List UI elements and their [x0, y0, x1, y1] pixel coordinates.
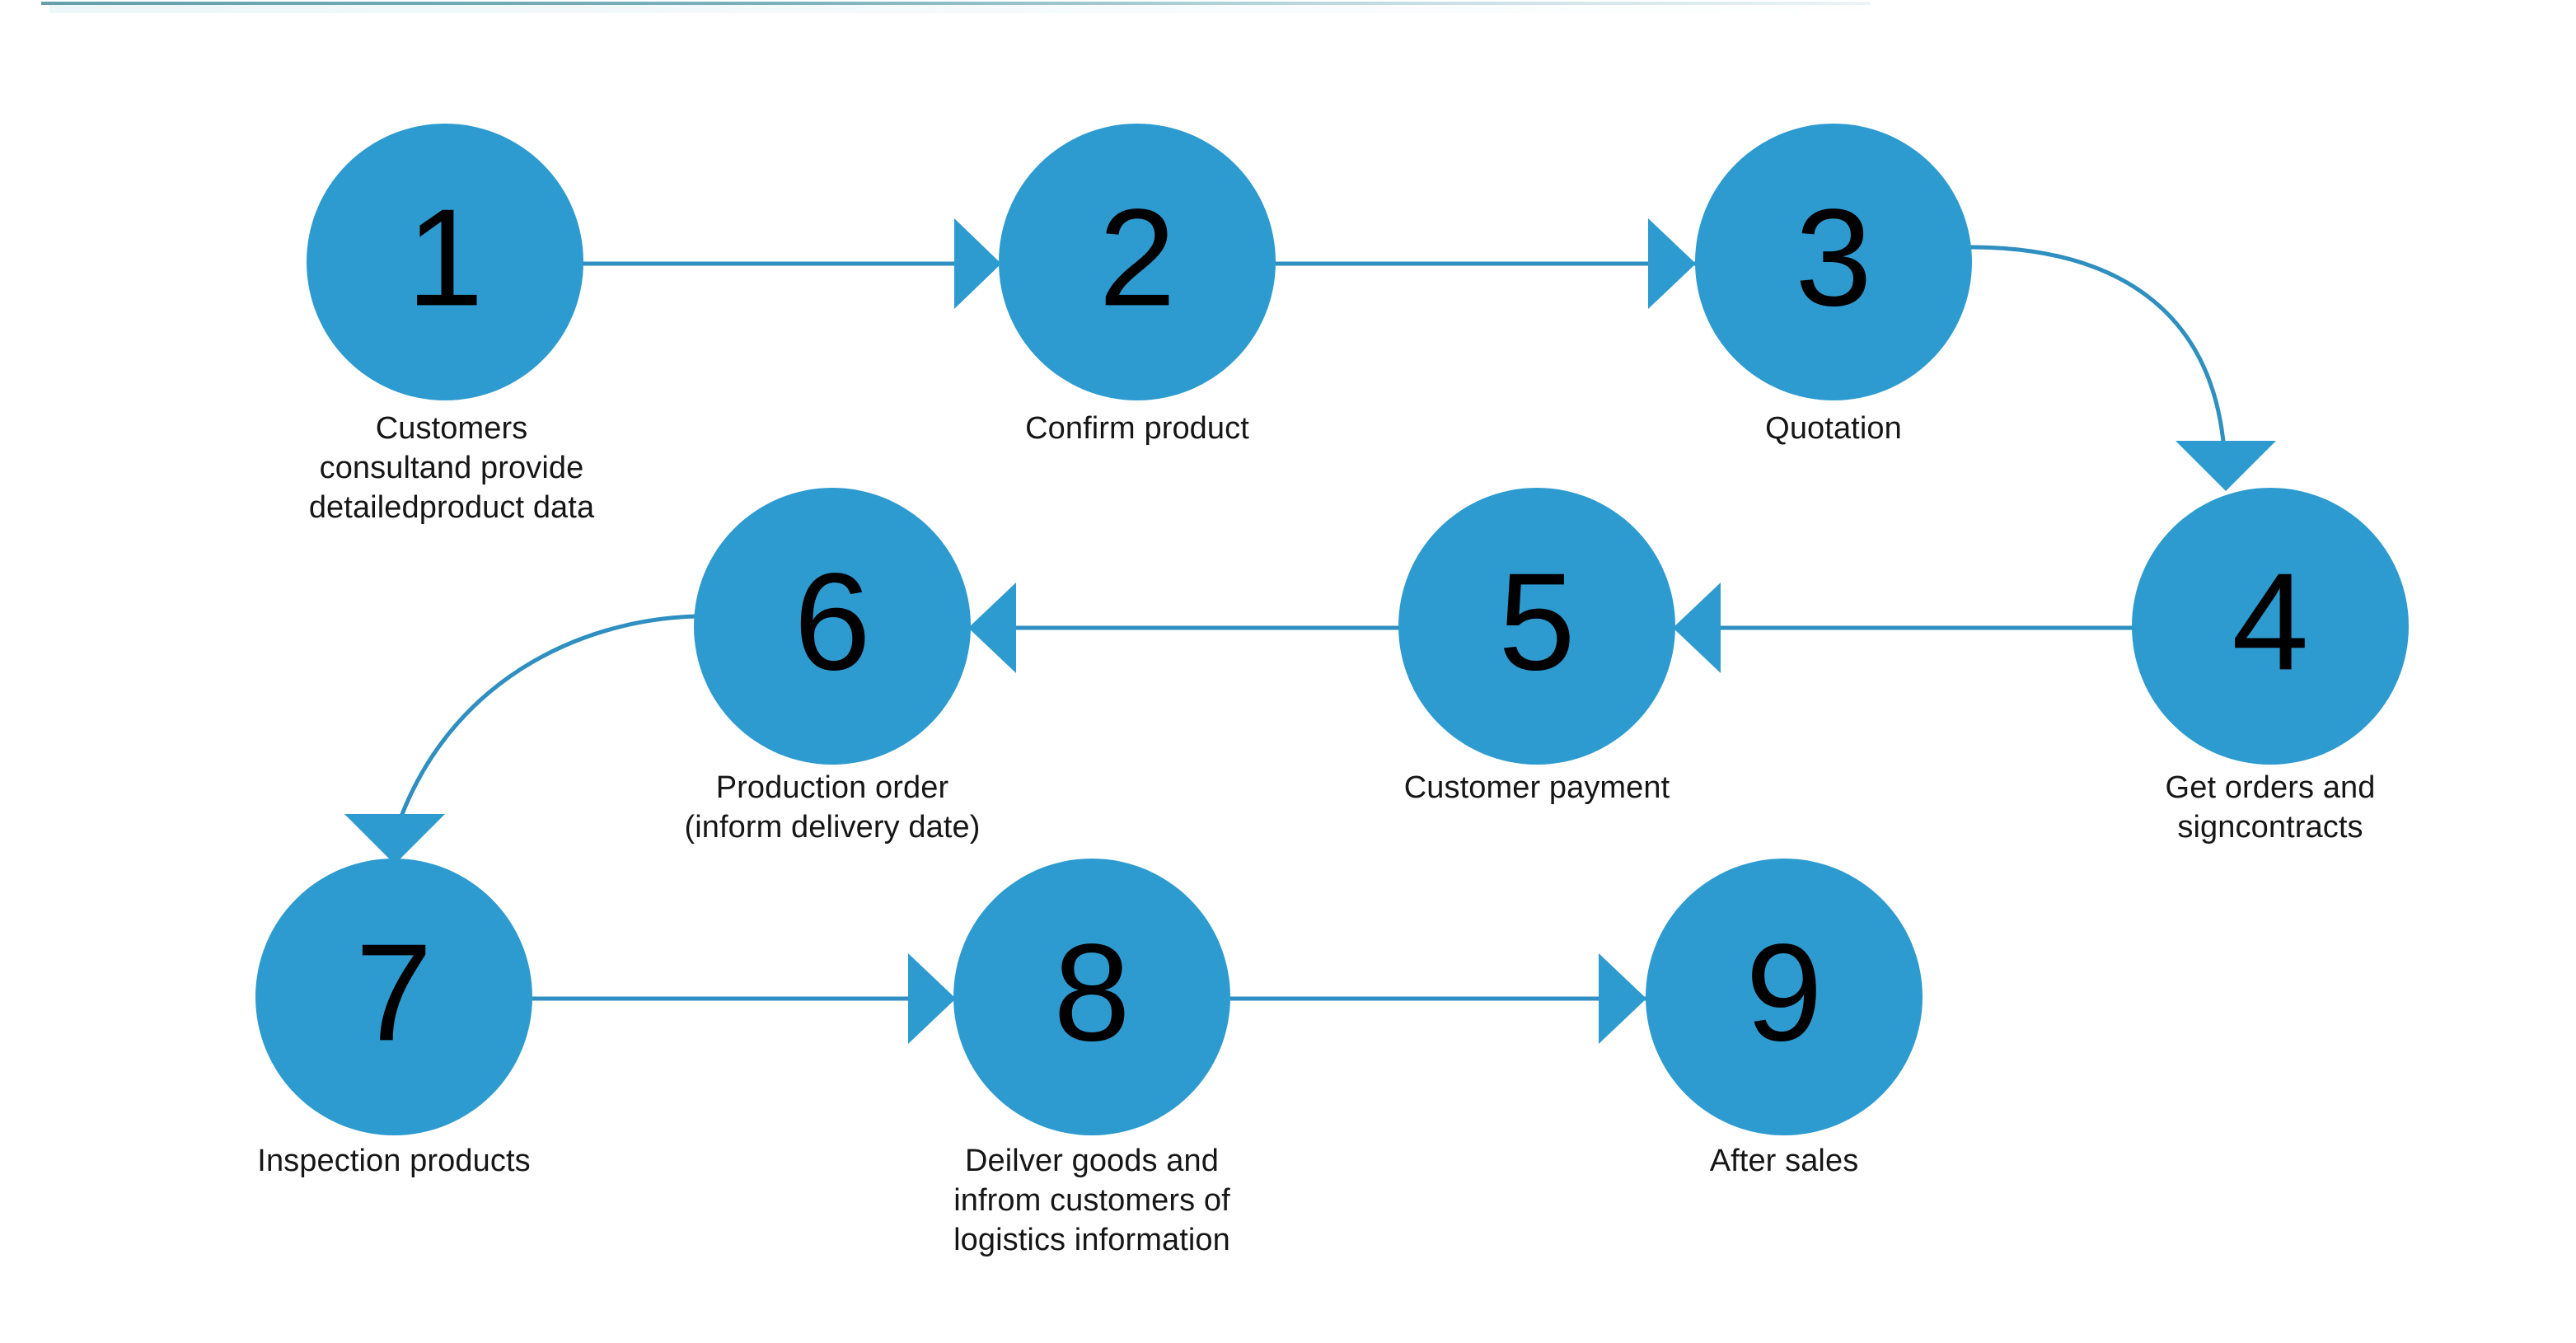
node-8-label: Deilver goods and infrom customers of lo… — [953, 1144, 1230, 1257]
node-6-label: Production order (inform delivery date) — [684, 770, 981, 845]
node-number: 4 — [2232, 544, 2308, 699]
node-2-label: Confirm product — [1025, 411, 1249, 446]
node-3[interactable]: 3 — [1695, 124, 1972, 400]
connector-2-to-3 — [1276, 218, 1696, 309]
node-5[interactable]: 5 — [1398, 488, 1675, 765]
node-number: 3 — [1795, 180, 1871, 335]
node-circle[interactable] — [2132, 488, 2409, 765]
node-3-label: Quotation — [1765, 411, 1902, 446]
node-8[interactable]: 8 — [953, 859, 1230, 1135]
node-circle[interactable] — [999, 124, 1276, 400]
arrowhead-down-icon — [344, 814, 445, 864]
node-4[interactable]: 4 — [2132, 488, 2409, 765]
node-1[interactable]: 1 — [307, 124, 583, 400]
node-4-label: Get orders and signcontracts — [2165, 770, 2376, 845]
arrowhead-left-icon — [968, 583, 1016, 673]
top-divider-rule — [41, 2, 1871, 5]
connector-1-to-2 — [582, 218, 1001, 309]
node-1-label: Customers consultand provide detailedpro… — [308, 411, 595, 525]
node-circle[interactable] — [1398, 488, 1675, 765]
node-circle[interactable] — [1646, 859, 1923, 1135]
connector-4-to-5 — [1673, 583, 2133, 673]
node-circle[interactable] — [255, 859, 532, 1135]
node-number: 1 — [406, 180, 483, 335]
node-5-label: Customer payment — [1403, 770, 1670, 805]
node-9[interactable]: 9 — [1646, 859, 1923, 1135]
connector-8-to-9 — [1230, 953, 1646, 1044]
arrowhead-left-icon — [1673, 583, 1721, 673]
node-circle[interactable] — [1695, 124, 1972, 400]
node-number: 6 — [794, 544, 870, 699]
node-7[interactable]: 7 — [255, 859, 532, 1135]
connector-3-to-4 — [1969, 245, 2276, 491]
arrowhead-right-icon — [954, 218, 1001, 309]
node-number: 2 — [1098, 180, 1175, 335]
connector-5-to-6 — [968, 583, 1399, 673]
node-7-label: Inspection products — [257, 1144, 531, 1178]
node-circle[interactable] — [953, 859, 1230, 1135]
node-number: 8 — [1053, 915, 1130, 1069]
arrowhead-right-icon — [1599, 953, 1646, 1044]
arrowhead-down-icon — [2176, 441, 2276, 491]
node-number: 9 — [1745, 915, 1822, 1069]
arrowhead-right-icon — [908, 953, 956, 1044]
node-6[interactable]: 6 — [694, 488, 971, 765]
node-number: 7 — [355, 915, 432, 1069]
top-divider-wash — [49, 5, 1871, 13]
connector-7-to-8 — [532, 953, 956, 1044]
node-circle[interactable] — [307, 124, 583, 400]
node-circle[interactable] — [694, 488, 971, 765]
node-2[interactable]: 2 — [999, 124, 1276, 400]
node-9-label: After sales — [1709, 1144, 1859, 1178]
connector-6-to-7 — [344, 614, 697, 864]
node-number: 5 — [1498, 544, 1575, 699]
arrowhead-right-icon — [1648, 218, 1696, 309]
